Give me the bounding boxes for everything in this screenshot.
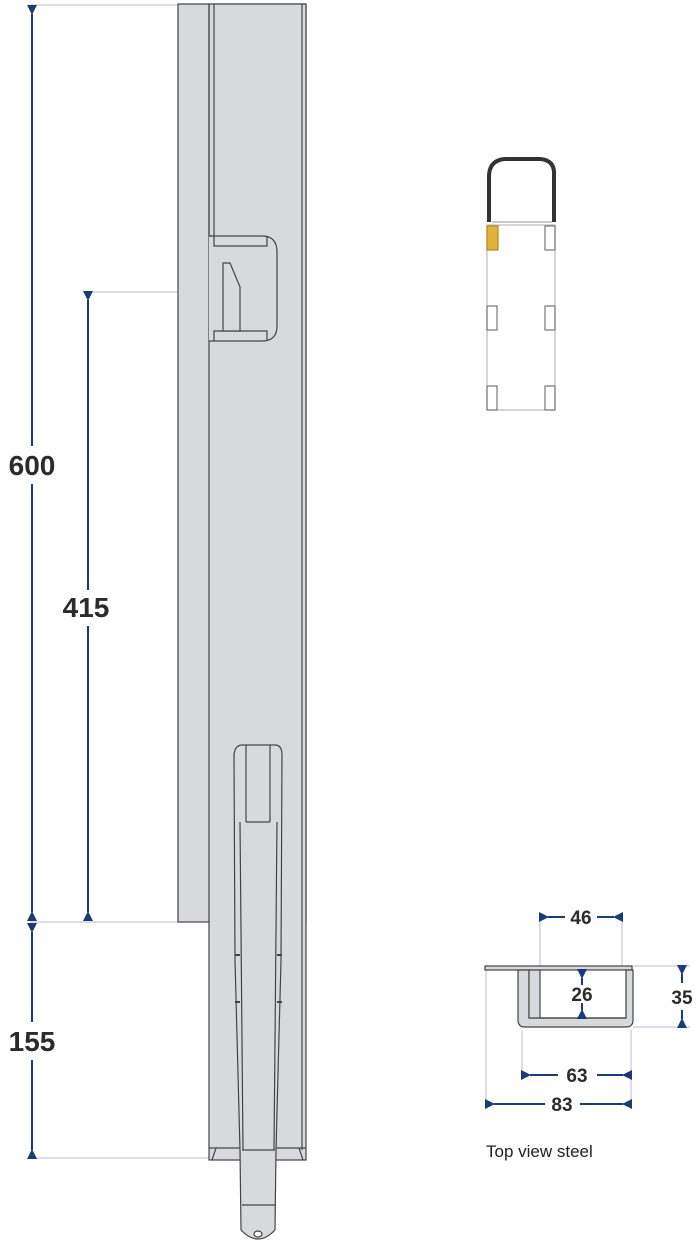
- section-caption: Top view steel: [486, 1142, 593, 1161]
- dim-label-35: 35: [671, 988, 693, 1009]
- dim-label-600: 600: [9, 450, 56, 481]
- extension-lines: [30, 4, 209, 1159]
- steel-profile-section: [484, 965, 634, 1028]
- side-dimension-arrows: [26, 4, 93, 1159]
- dim-label-26: 26: [571, 985, 592, 1006]
- side-view-part: [177, 3, 307, 1240]
- dim-label-83: 83: [551, 1095, 572, 1116]
- dim-label-63: 63: [566, 1066, 587, 1087]
- highlight-position: [486, 225, 499, 251]
- dim-label-415: 415: [63, 592, 110, 623]
- latch-housing: [209, 235, 278, 342]
- vehicle-top-view-icon: [486, 157, 557, 411]
- section-dimension-arrows: [485, 912, 687, 1109]
- dim-label-155: 155: [9, 1026, 56, 1057]
- handle-hole: [253, 1230, 263, 1238]
- dim-label-46: 46: [570, 908, 591, 929]
- latch-hook: [222, 262, 241, 332]
- section-extension-lines: [485, 917, 690, 1108]
- handle: [233, 744, 283, 1240]
